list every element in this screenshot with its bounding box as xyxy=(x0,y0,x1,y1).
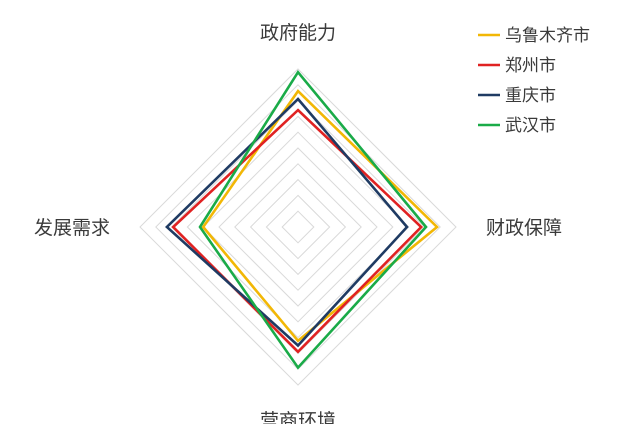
series-line-1 xyxy=(201,89,439,343)
grid-ring-2 xyxy=(265,194,331,260)
grid-ring-1 xyxy=(281,210,315,244)
series-line-4 xyxy=(198,69,428,370)
legend-label: 武汉市 xyxy=(505,116,556,136)
legend-label: 重庆市 xyxy=(505,86,556,106)
grid-ring-8 xyxy=(170,99,426,355)
series-line-3 xyxy=(165,97,409,348)
grid-ring-10 xyxy=(139,68,457,386)
axis-label: 发展需求 xyxy=(34,217,110,239)
legend-label: 乌鲁木齐市 xyxy=(505,26,590,46)
legend-label: 郑州市 xyxy=(505,56,556,76)
axis-label: 营商环境 xyxy=(260,410,336,424)
grid-ring-7 xyxy=(186,115,410,339)
grid-ring-5 xyxy=(218,147,378,307)
grid-ring-4 xyxy=(234,163,362,291)
grid-ring-6 xyxy=(202,131,394,323)
radar-series-layer xyxy=(165,69,439,370)
axis-label: 财政保障 xyxy=(486,217,562,239)
grid-ring-9 xyxy=(155,84,441,370)
series-line-2 xyxy=(171,108,424,354)
axis-label: 政府能力 xyxy=(260,22,336,44)
grid-ring-3 xyxy=(249,178,347,276)
